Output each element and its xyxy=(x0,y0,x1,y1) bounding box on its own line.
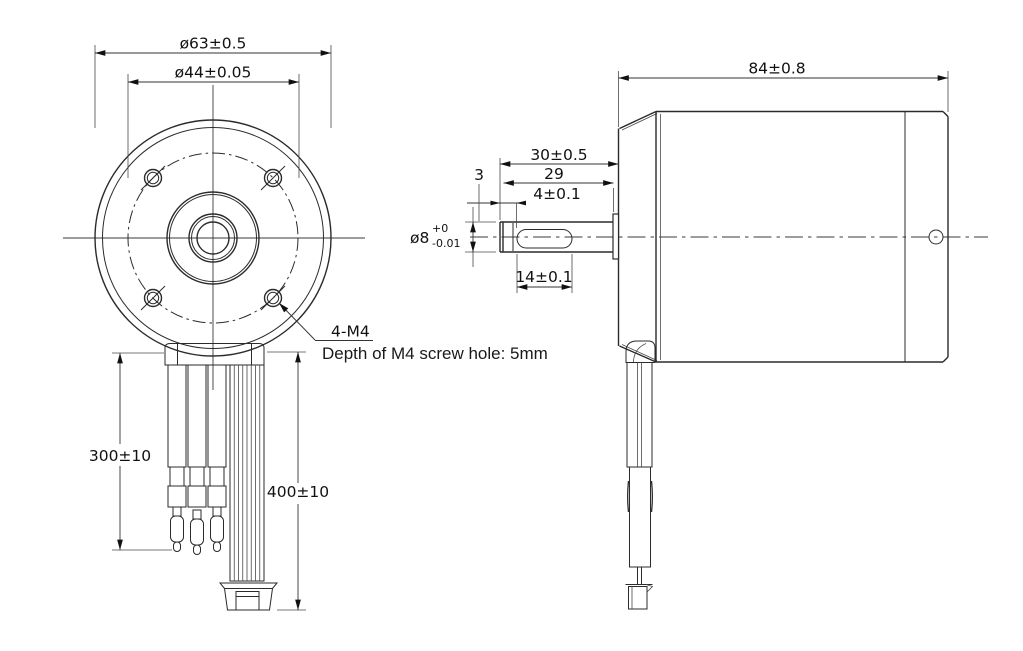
bearing-ring-inner-circle xyxy=(191,216,235,260)
front-view: ø63±0.5 ø44±0.05 xyxy=(63,35,548,611)
dim-bolt-circle-text: ø44±0.05 xyxy=(175,64,252,82)
cable-connector xyxy=(625,584,654,610)
front-bell-taper-top xyxy=(619,110,657,130)
bullet-connector xyxy=(210,515,224,543)
strain-relief xyxy=(625,340,656,363)
dim-3-text: 3 xyxy=(474,166,484,184)
dim-flat-length-text: 14±0.1 xyxy=(515,268,572,286)
cable-sleeve-upper xyxy=(626,362,653,468)
sensor-cable xyxy=(229,364,265,582)
screw-hole-bottom-left xyxy=(140,285,166,311)
dim-3: 3 xyxy=(474,166,484,221)
front-outer-circle xyxy=(94,119,332,357)
sensor-connector xyxy=(218,582,279,611)
hub-boss-circle xyxy=(166,191,260,285)
bullet-connector xyxy=(170,515,184,543)
dim-body-length-text: 84±0.8 xyxy=(748,60,805,78)
front-inner-contour-circle xyxy=(102,127,324,349)
phase-wire-2 xyxy=(187,364,207,555)
motor-body xyxy=(617,110,949,363)
dim-shaft-tol-lower: -0.01 xyxy=(432,237,460,250)
dim-4: 4±0.1 xyxy=(467,185,581,228)
dim-flat-length: 14±0.1 xyxy=(515,254,573,293)
bullet-connector xyxy=(190,518,204,546)
rear-hole xyxy=(928,229,944,245)
bullet-tip xyxy=(193,544,201,555)
screw-callout: 4-M4 Depth of M4 screw hole: 5mm xyxy=(278,302,548,363)
dim-shaft-diameter: ø8 +0 -0.01 xyxy=(410,207,496,267)
cable-sleeve-lower xyxy=(629,466,651,568)
phase-wire-3 xyxy=(207,364,227,552)
dim-body-length: 84±0.8 xyxy=(618,60,949,127)
dim-phase-wire-length-text: 300±10 xyxy=(89,447,151,465)
shaft-front-circle xyxy=(196,221,230,255)
screw-hole-bottom-right xyxy=(260,285,286,311)
bullet-neck xyxy=(172,506,182,517)
dim-phase-wire-length: 300±10 xyxy=(89,352,172,551)
dim-shaft-length-text: 30±0.5 xyxy=(530,146,587,164)
side-cable xyxy=(625,340,656,610)
shaft-boss xyxy=(612,213,620,260)
dim-outer-diameter: ø63±0.5 xyxy=(94,35,332,128)
shaft-flat xyxy=(516,229,573,249)
bullet-neck xyxy=(192,509,202,520)
screw-hole-top-left xyxy=(140,165,166,191)
dim-29-text: 29 xyxy=(544,165,564,183)
bearing-ring-circle xyxy=(188,213,238,263)
dim-shaft-length: 30±0.5 xyxy=(499,146,619,220)
dim-29: 29 xyxy=(503,165,614,212)
cable-clamp xyxy=(164,343,265,366)
dim-4-text: 4±0.1 xyxy=(533,185,581,203)
screw-hole-top-right xyxy=(260,165,286,191)
dim-shaft-diameter-text: ø8 xyxy=(410,229,429,247)
dim-shaft-tol-upper: +0 xyxy=(432,222,448,235)
screw-depth-note: Depth of M4 screw hole: 5mm xyxy=(322,344,548,363)
screw-label-text: 4-M4 xyxy=(331,323,370,341)
hub-boss-inner-circle xyxy=(169,194,257,282)
dim-sensor-wire-length: 400±10 xyxy=(267,351,329,611)
bullet-tip xyxy=(213,541,221,552)
side-view: 30±0.5 29 4±0.1 3 ø8 + xyxy=(410,60,988,610)
phase-wire-1 xyxy=(167,364,187,552)
dim-outer-diameter-text: ø63±0.5 xyxy=(180,35,247,53)
bolt-circle xyxy=(127,152,299,324)
bullet-tip xyxy=(173,541,181,552)
front-bell-taper-bottom xyxy=(619,345,657,363)
bullet-neck xyxy=(212,506,222,517)
shaft xyxy=(499,221,613,253)
phase-wires xyxy=(167,364,227,555)
dim-sensor-wire-length-text: 400±10 xyxy=(267,483,329,501)
dim-bolt-circle-diameter: ø44±0.05 xyxy=(127,64,300,178)
